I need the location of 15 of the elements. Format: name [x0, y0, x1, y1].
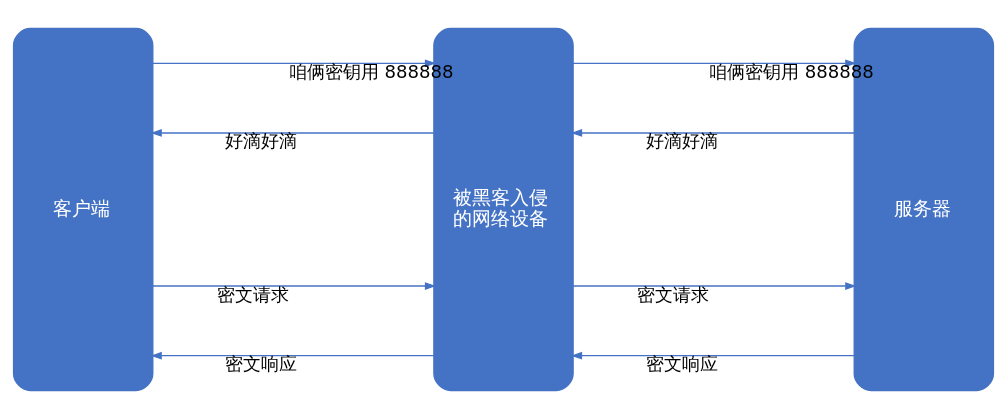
edge-label: 好滴好滴 [645, 129, 718, 151]
node-box: 客户端 [12, 27, 154, 391]
arrow [152, 281, 436, 290]
edge-label: 密文请求 [637, 283, 710, 305]
edge-label: 好滴好滴 [225, 129, 298, 151]
edge-label: 密文请求 [216, 283, 289, 305]
edge-label: 密文响应 [645, 352, 718, 374]
arrow [571, 351, 855, 360]
arrow [572, 58, 857, 67]
edge-label: 密文响应 [225, 352, 298, 374]
arrow [152, 58, 436, 67]
arrow [572, 281, 857, 290]
arrow [150, 128, 435, 137]
arrow [150, 351, 435, 360]
arrow [571, 128, 855, 137]
